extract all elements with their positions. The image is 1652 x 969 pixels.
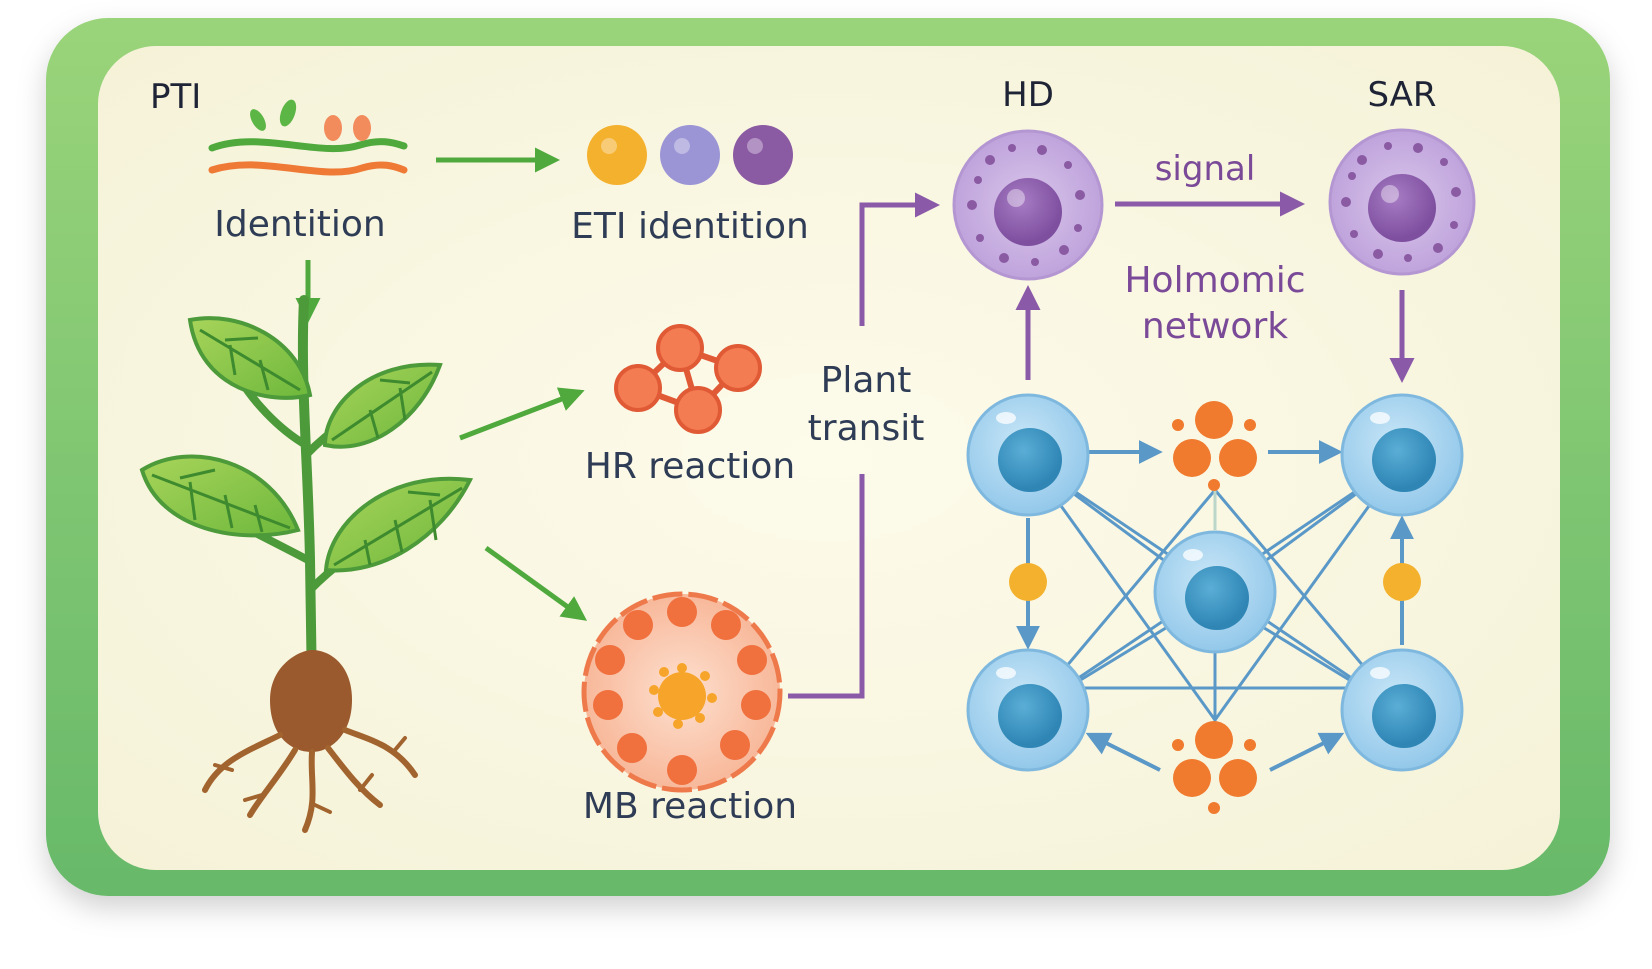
connector-transit-to-hd [859,192,940,326]
signal-node [1383,563,1421,601]
pathogen-molecule-icon [208,99,408,176]
mb-reaction-label: MB reaction [583,786,797,827]
purple-cell-icon [1328,128,1476,276]
molecule-network-icon [614,324,762,434]
sar-label: SAR [1367,75,1436,115]
eti-identition-label: ETI identition [571,206,809,247]
plant-seedling-icon [139,295,474,833]
eti-dot [660,125,720,185]
holmomic-network-label-line2: network [1142,306,1288,347]
eti-dot [587,125,647,185]
plant-transit-label-line1: Plant [821,360,912,401]
plant-transit-label-line2: transit [808,408,925,449]
blue-cell-icon [1340,393,1464,517]
blue-cell-icon [1340,648,1464,772]
signal-label: signal [1155,149,1256,189]
purple-cell-icon [952,129,1104,281]
signal-node [1009,563,1047,601]
hd-label: HD [1002,75,1054,115]
orange-cluster-icon [1172,721,1257,814]
hr-reaction-label: HR reaction [585,446,796,487]
blue-cell-icon [966,648,1090,772]
pti-label: PTI [150,77,201,117]
cell-cluster-icon [581,591,783,793]
connector-mb-to-transit [788,474,865,699]
blue-cell-icon [1153,530,1277,654]
holmomic-network-label-line1: Holmomic [1124,260,1305,301]
network-arrow [1085,732,1161,772]
arrow-plant-to-mb [484,545,588,621]
identition-label: Identition [214,204,386,245]
orange-cluster-icon [1172,401,1257,491]
eti-dot [733,125,793,185]
inner-panel [98,46,1560,870]
network-arrow [1269,732,1345,772]
arrow-plant-to-hr [459,387,585,441]
eti-dots-icon [587,125,793,185]
blue-cell-icon [966,393,1090,517]
